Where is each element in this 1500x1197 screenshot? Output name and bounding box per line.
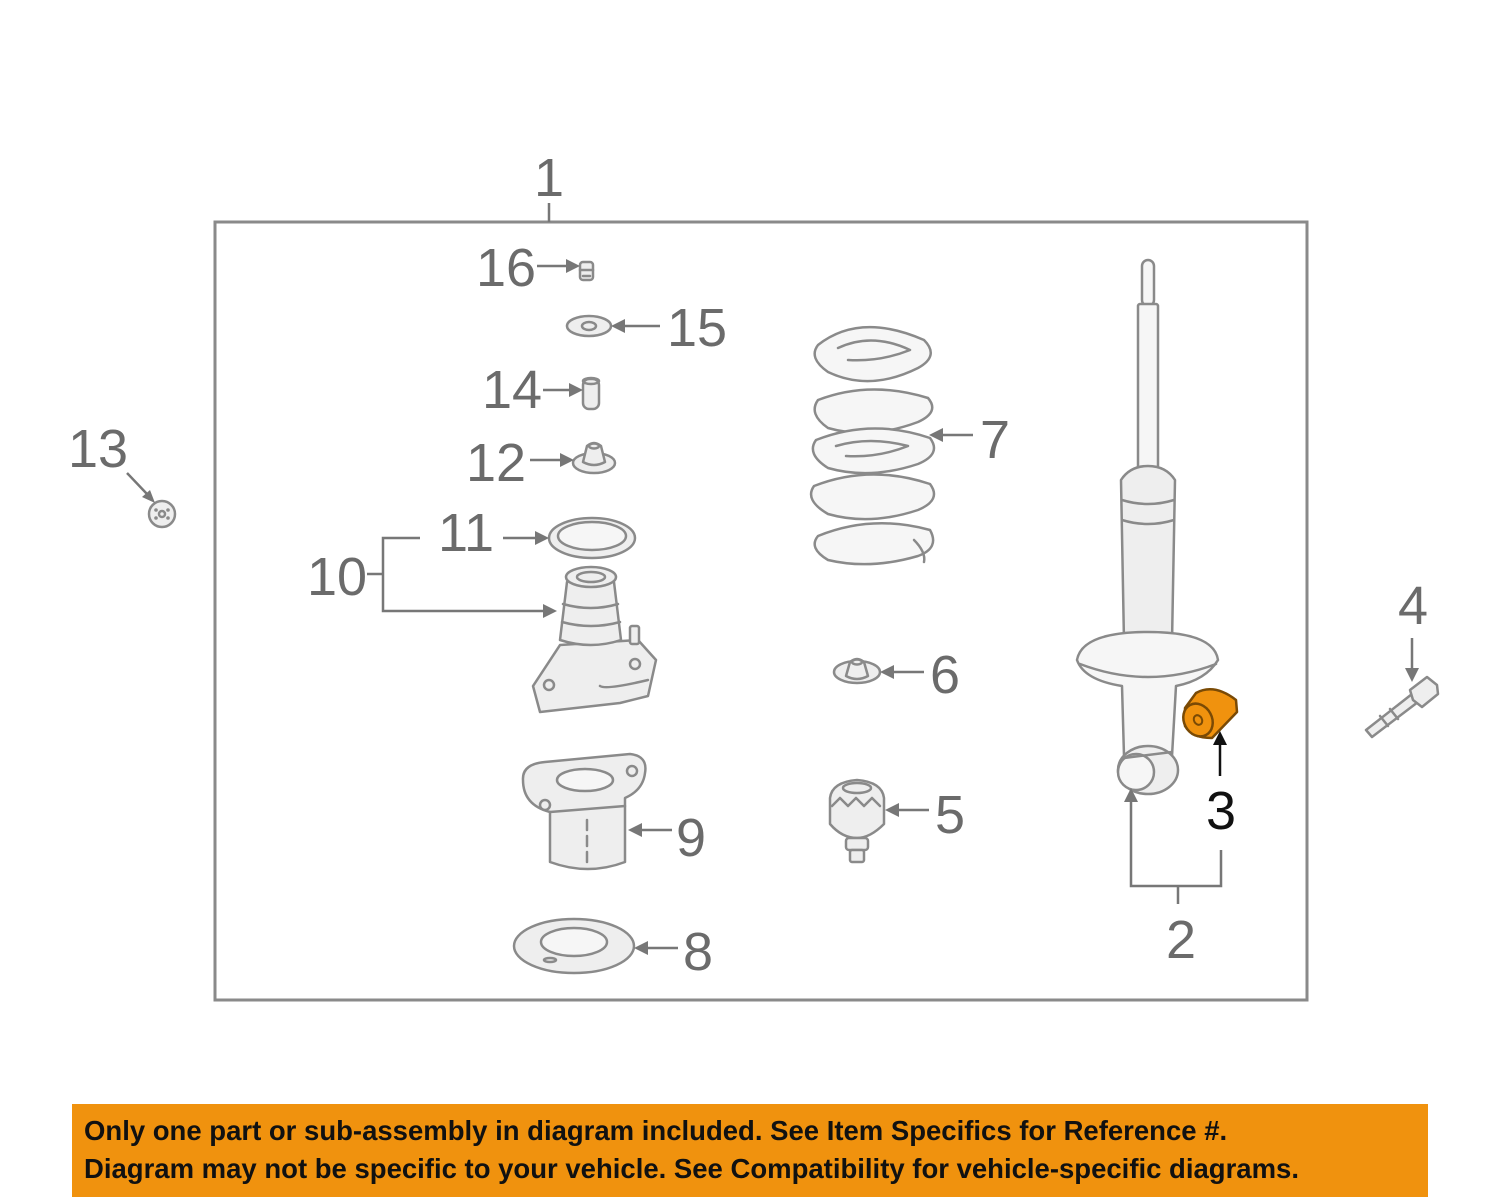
callout-4: 4 [1398, 576, 1428, 636]
callout-8: 8 [683, 922, 713, 982]
part-8-insulator [512, 917, 636, 975]
callout-16: 16 [476, 238, 536, 298]
callout-10: 10 [307, 547, 367, 607]
part-3-bushing [1182, 688, 1239, 740]
disclaimer-line-2: Diagram may not be specific to your vehi… [84, 1153, 1299, 1184]
part-12-bushing [571, 441, 617, 475]
callout-12: 12 [466, 433, 526, 493]
banner-background [72, 1104, 1428, 1197]
callout-5: 5 [935, 785, 965, 845]
part-5-bump-stop [828, 778, 886, 864]
leader-13 [126, 472, 148, 495]
part-9-spring-seat [521, 752, 647, 871]
callout-11: 11 [438, 503, 494, 563]
callout-3: 3 [1206, 781, 1236, 841]
callout-15: 15 [667, 298, 727, 358]
callout-14: 14 [482, 360, 542, 420]
callout-7: 7 [980, 410, 1010, 470]
part-15-washer [565, 314, 613, 338]
part-4-bolt [1364, 675, 1440, 739]
part-13-nut [147, 499, 177, 529]
callout-9: 9 [676, 808, 706, 868]
part-2-shock-absorber [1075, 258, 1220, 796]
part-7-coil-spring [809, 325, 936, 566]
disclaimer-banner: Only one part or sub-assembly in diagram… [72, 1104, 1428, 1197]
assembly-frame [213, 220, 1309, 1002]
callout-2: 2 [1166, 910, 1196, 970]
part-10-mount [531, 565, 658, 714]
callout-13: 13 [68, 419, 128, 479]
callout-1: 1 [534, 148, 564, 208]
part-6-stopper [832, 657, 882, 685]
part-11-seal [547, 516, 637, 560]
callout-6: 6 [930, 645, 960, 705]
leader-2 [1129, 800, 1223, 888]
part-16-nut [578, 260, 595, 282]
part-14-collar [581, 376, 601, 411]
disclaimer-line-1: Only one part or sub-assembly in diagram… [84, 1115, 1228, 1146]
